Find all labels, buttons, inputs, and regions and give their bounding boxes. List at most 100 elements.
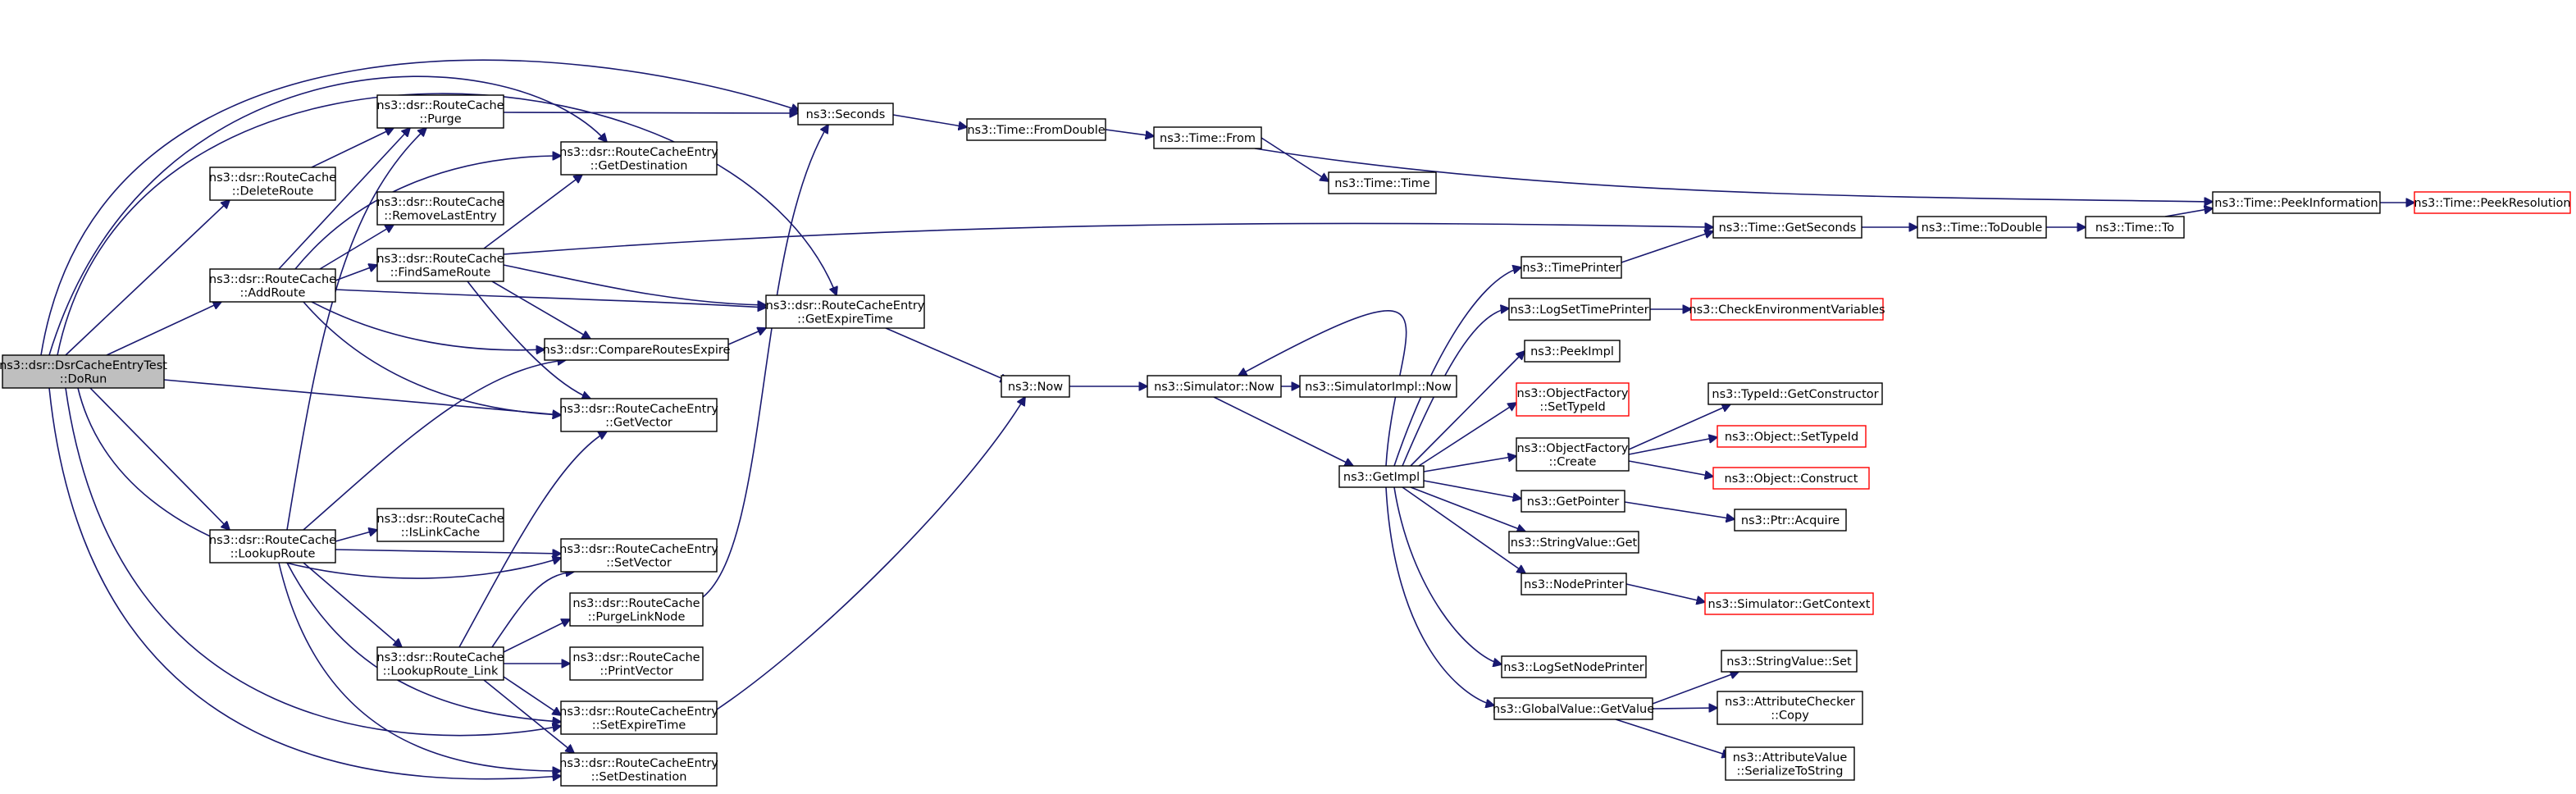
edge-addroute-to-getvector: [303, 301, 561, 415]
node-box: [2, 354, 165, 389]
node-label: ns3::ObjectFactory: [1517, 442, 1629, 455]
node-label: ::SerializeToString: [1737, 764, 1844, 778]
node-label: ::DeleteRoute: [232, 185, 314, 198]
node-box: [1690, 298, 1884, 321]
node-globalgetvalue[interactable]: ns3::GlobalValue::GetValue: [1493, 697, 1654, 720]
node-box: [544, 338, 729, 361]
edge-getimpl-to-getpointer: [1423, 480, 1521, 499]
node-checkenv[interactable]: ns3::CheckEnvironmentVariables: [1689, 298, 1885, 321]
node-objsettypeid[interactable]: ns3::Object::SetTypeId: [1717, 425, 1867, 448]
node-seconds[interactable]: ns3::Seconds: [797, 103, 894, 125]
node-removelast[interactable]: ns3::dsr::RouteCache::RemoveLastEntry: [376, 191, 504, 226]
edge-getimpl-to-ofsettypeid: [1418, 403, 1516, 467]
node-label: ns3::Seconds: [806, 108, 886, 121]
node-now[interactable]: ns3::Now: [1001, 375, 1070, 398]
edge-getimpl-to-timeprinter: [1393, 267, 1521, 467]
edge-fromdouble-to-from: [1105, 129, 1154, 136]
node-peekinfo[interactable]: ns3::Time::PeekInformation: [2212, 191, 2381, 214]
node-setexpire[interactable]: ns3::dsr::RouteCacheEntry::SetExpireTime: [559, 700, 718, 735]
node-fromdouble[interactable]: ns3::Time::FromDouble: [966, 118, 1106, 141]
node-logsettimeprinter[interactable]: ns3::LogSetTimePrinter: [1508, 298, 1651, 321]
node-label: ns3::dsr::RouteCacheEntry: [559, 146, 718, 159]
edge-getimpl-to-logsettimeprinter: [1402, 308, 1509, 467]
node-deleteroute[interactable]: ns3::dsr::RouteCache::DeleteRoute: [209, 167, 336, 201]
edge-addroute-to-getdest: [294, 156, 561, 270]
node-stringvalueget[interactable]: ns3::StringValue::Get: [1508, 531, 1639, 554]
node-box: [2085, 216, 2185, 239]
node-box: [1917, 216, 2047, 239]
node-box: [569, 592, 704, 627]
node-peekres[interactable]: ns3::Time::PeekResolution: [2414, 191, 2571, 214]
node-typeidgetctor[interactable]: ns3::TypeId::GetConstructor: [1707, 382, 1883, 405]
node-nodeprinter[interactable]: ns3::NodePrinter: [1521, 573, 1627, 596]
edge-nodeprinter-to-simgetcontext: [1625, 583, 1705, 602]
node-to[interactable]: ns3::Time::To: [2085, 216, 2185, 239]
node-purge[interactable]: ns3::dsr::RouteCache::Purge: [376, 94, 504, 129]
node-label: ::IsLinkCache: [401, 526, 480, 539]
node-box: [2414, 191, 2571, 214]
node-stringvalueset[interactable]: ns3::StringValue::Set: [1721, 650, 1858, 673]
edge-from-to-peekinfo: [1254, 148, 2213, 202]
node-label: ns3::LogSetTimePrinter: [1510, 303, 1648, 317]
node-findsame[interactable]: ns3::dsr::RouteCache::FindSameRoute: [376, 248, 504, 282]
node-todouble[interactable]: ns3::Time::ToDouble: [1917, 216, 2047, 239]
node-setvector[interactable]: ns3::dsr::RouteCacheEntry::SetVector: [559, 538, 718, 573]
edge-dorun-to-getvector: [163, 379, 561, 415]
node-ofsettypeid[interactable]: ns3::ObjectFactory::SetTypeId: [1516, 382, 1630, 417]
node-label: ns3::dsr::RouteCache: [209, 273, 336, 286]
node-simgetcontext[interactable]: ns3::Simulator::GetContext: [1704, 592, 1874, 615]
node-getdest[interactable]: ns3::dsr::RouteCacheEntry::GetDestinatio…: [559, 141, 718, 176]
node-box: [1725, 746, 1855, 781]
node-box: [1328, 171, 1437, 194]
edge-getexpire-to-now: [885, 327, 1009, 381]
node-attrcheckercopy[interactable]: ns3::AttributeChecker::Copy: [1717, 691, 1863, 725]
node-label: ::SetDestination: [591, 770, 687, 783]
node-label: ns3::Time::PeekInformation: [2214, 197, 2378, 210]
node-timeprinter[interactable]: ns3::TimePrinter: [1521, 256, 1622, 279]
node-ofcreate[interactable]: ns3::ObjectFactory::Create: [1516, 437, 1630, 472]
node-label: ns3::AttributeChecker: [1725, 696, 1855, 709]
edge-lookuproute-to-compare: [303, 360, 566, 531]
edge-getimpl-to-simnow: [1238, 309, 1407, 467]
node-lookuproute[interactable]: ns3::dsr::RouteCache::LookupRoute: [209, 529, 336, 564]
node-getexpire[interactable]: ns3::dsr::RouteCacheEntry::GetExpireTime: [765, 294, 925, 329]
node-compare[interactable]: ns3::dsr::CompareRoutesExpire: [543, 338, 731, 361]
node-attrvalueser[interactable]: ns3::AttributeValue::SerializeToString: [1725, 746, 1855, 781]
node-ptracquire[interactable]: ns3::Ptr::Acquire: [1734, 509, 1847, 532]
node-logsetnodeprinter[interactable]: ns3::LogSetNodePrinter: [1501, 655, 1647, 678]
node-label: ::GetDestination: [590, 159, 688, 172]
edge-dorun-to-setexpire: [65, 387, 561, 737]
edge-globalgetvalue-to-attrvalueser: [1615, 719, 1730, 756]
node-getpointer[interactable]: ns3::GetPointer: [1521, 490, 1625, 513]
node-box: [1508, 298, 1651, 321]
node-box: [1721, 650, 1858, 673]
node-box: [209, 529, 336, 564]
edge-deleteroute-to-purge: [311, 128, 394, 168]
node-islinkcache[interactable]: ns3::dsr::RouteCache::IsLinkCache: [376, 508, 504, 542]
node-box: [1712, 467, 1870, 490]
node-label: ns3::Time::FromDouble: [967, 124, 1105, 137]
node-label: ns3::Time::PeekResolution: [2414, 197, 2570, 210]
node-purgelink[interactable]: ns3::dsr::RouteCache::PurgeLinkNode: [569, 592, 704, 627]
edge-simnow-to-getimpl: [1213, 396, 1353, 466]
node-dorun[interactable]: ns3::dsr::DsrCacheEntryTest::DoRun: [0, 354, 167, 389]
node-getvector[interactable]: ns3::dsr::RouteCacheEntry::GetVector: [559, 398, 718, 432]
node-peekimpl[interactable]: ns3::PeekImpl: [1524, 340, 1621, 363]
node-label: ::LookupRoute: [230, 547, 316, 560]
node-getimpl[interactable]: ns3::GetImpl: [1338, 465, 1425, 488]
node-simnow[interactable]: ns3::Simulator::Now: [1147, 375, 1282, 398]
node-label: ns3::NodePrinter: [1524, 578, 1624, 591]
node-lookuplink[interactable]: ns3::dsr::RouteCache::LookupRoute_Link: [376, 646, 504, 681]
node-label: ns3::PeekImpl: [1530, 345, 1614, 358]
node-getseconds[interactable]: ns3::Time::GetSeconds: [1712, 216, 1862, 239]
node-printvector[interactable]: ns3::dsr::RouteCache::PrintVector: [569, 646, 704, 681]
node-label: ns3::dsr::RouteCache: [572, 597, 700, 610]
node-objconstruct[interactable]: ns3::Object::Construct: [1712, 467, 1870, 490]
edge-getimpl-to-logsetnodeprinter: [1393, 486, 1502, 664]
node-from[interactable]: ns3::Time::From: [1153, 126, 1262, 149]
node-box: [1524, 340, 1621, 363]
node-time[interactable]: ns3::Time::Time: [1328, 171, 1437, 194]
node-simimplnow[interactable]: ns3::SimulatorImpl::Now: [1299, 375, 1457, 398]
node-addroute[interactable]: ns3::dsr::RouteCache::AddRoute: [209, 268, 336, 303]
node-setdest[interactable]: ns3::dsr::RouteCacheEntry::SetDestinatio…: [559, 752, 718, 787]
